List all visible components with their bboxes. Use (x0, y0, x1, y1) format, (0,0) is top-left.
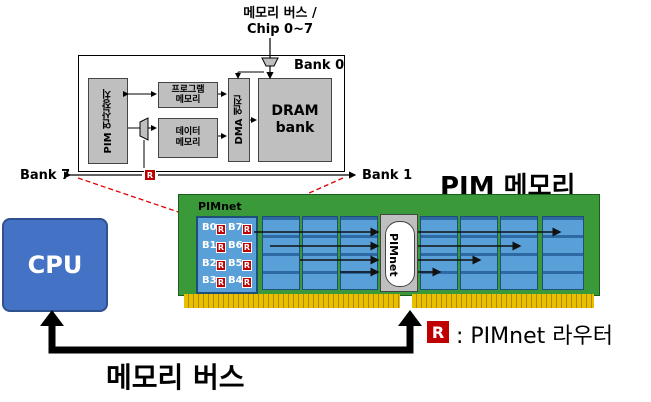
dram-bank-label: DRAM bank (271, 103, 319, 136)
chip-router-icon: R (216, 260, 226, 271)
memory-chip (460, 216, 498, 290)
gold-contacts-right (412, 294, 594, 308)
cpu-block: CPU (2, 218, 108, 312)
pimnet-switch-label: PIMnet (387, 233, 400, 277)
data-memory-block: 데이터 메모리 (158, 118, 218, 158)
chip-router-icon: R (242, 260, 252, 271)
bank7-label: Bank 7 (20, 168, 71, 183)
memory-chip (302, 216, 338, 290)
memory-chip (542, 216, 584, 290)
bank-router-icon: R (144, 169, 156, 181)
chip-router-icon: R (216, 242, 226, 253)
chip-router-icon: R (242, 242, 252, 253)
legend-text: : PIMnet 라우터 (456, 324, 613, 349)
bank-id-left-3: B3 (202, 275, 217, 286)
bank1-label: Bank 1 (362, 168, 413, 183)
pim-unit-label: PIM 연산장치 (102, 88, 114, 154)
chip-router-icon: R (216, 277, 226, 288)
top-bus-label: 메모리 버스 / Chip 0~7 (243, 6, 317, 37)
bank-id-right-1: B6 (228, 240, 243, 251)
cpu-label: CPU (27, 251, 83, 279)
bank0-label: Bank 0 (294, 58, 345, 73)
highlighted-chip: B0 B1 B2 B3 B7 B6 B5 B4 R R R R R R R R (196, 216, 258, 294)
chip-router-icon: R (242, 277, 252, 288)
program-memory-block: 프로그램 메모리 (158, 82, 218, 108)
data-memory-label: 데이터 메모리 (175, 127, 201, 148)
bank-id-right-3: B4 (228, 275, 243, 286)
bank-id-right-2: B5 (228, 258, 243, 269)
pimnet-cloud-icon (385, 221, 415, 287)
pimnet-module-label: PIMnet (198, 200, 242, 213)
dram-bank-block: DRAM bank (258, 78, 332, 162)
memory-chip (262, 216, 300, 290)
pimnet-switch: PIMnet (380, 214, 418, 292)
memory-chip (420, 216, 458, 290)
chip-router-icon: R (242, 224, 252, 235)
legend-router-icon: R (426, 320, 450, 344)
bank-id-right-0: B7 (228, 222, 243, 233)
bank-id-left-0: B0 (202, 222, 217, 233)
dma-engine-block: DMA 엔진 (228, 78, 250, 162)
bank-id-left-1: B1 (202, 240, 217, 251)
pim-unit-block: PIM 연산장치 (88, 78, 128, 164)
dma-engine-label: DMA 엔진 (233, 95, 245, 145)
memory-chip (340, 216, 378, 290)
program-memory-label: 프로그램 메모리 (171, 85, 205, 105)
memory-bus-label: 메모리 버스 (106, 361, 245, 394)
chip-router-icon: R (216, 224, 226, 235)
bank-id-left-2: B2 (202, 258, 217, 269)
memory-chip (500, 216, 538, 290)
gold-contacts-left (184, 294, 400, 308)
